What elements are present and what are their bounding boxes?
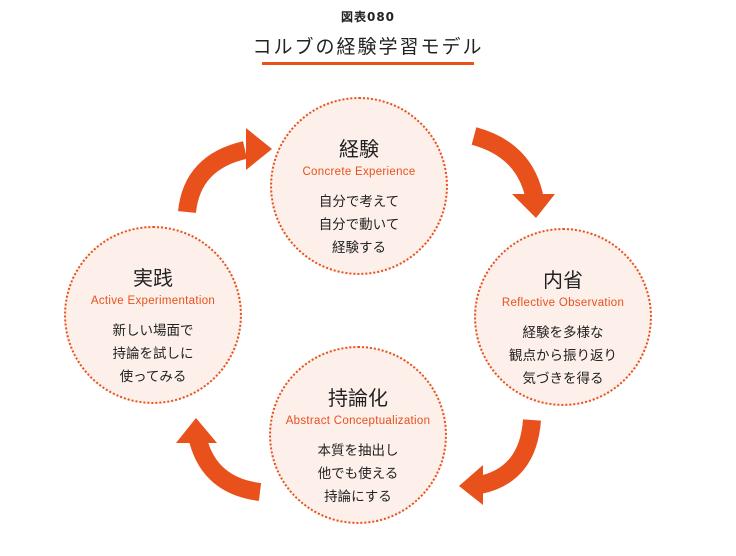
stage-active-experimentation: 実践 Active Experimentation 新しい場面で 持論を試しに … xyxy=(64,226,242,404)
stage-concrete-experience: 経験 Concrete Experience 自分で考えて 自分で動いて 経験す… xyxy=(270,97,448,275)
description-line: 本質を抽出し xyxy=(317,443,399,459)
title-underline xyxy=(262,62,474,65)
stage-description: 新しい場面で 持論を試しに 使ってみる xyxy=(66,320,240,389)
stage-english-name: Reflective Observation xyxy=(501,297,625,309)
description-line: 観点から振り返り xyxy=(509,348,617,364)
diagram-title: コルブの経験学習モデル xyxy=(252,36,484,58)
stage-english-name: Active Experimentation xyxy=(90,295,216,307)
stage-english-name: Concrete Experience xyxy=(302,166,416,178)
description-line: 持論を試しに xyxy=(112,346,194,362)
description-line: 経験する xyxy=(332,240,386,256)
stage-name: 実践 xyxy=(133,266,173,290)
arrow-experimentation-to-experience xyxy=(178,128,272,214)
description-line: 自分で動いて xyxy=(318,217,400,233)
arrow-reflection-to-conceptualization xyxy=(459,419,541,505)
stage-abstract-conceptualization: 持論化 Abstract Conceptualization 本質を抽出し 他で… xyxy=(269,346,447,524)
arrow-conceptualization-to-experimentation xyxy=(176,418,262,501)
stage-description: 自分で考えて 自分で動いて 経験する xyxy=(272,191,446,260)
figure-label: 図表080 xyxy=(340,10,396,24)
stage-name: 持論化 xyxy=(328,386,388,410)
description-line: 使ってみる xyxy=(119,369,187,385)
stage-name: 内省 xyxy=(543,268,583,292)
stage-english-name: Abstract Conceptualization xyxy=(285,415,431,427)
stage-description: 経験を多様な 観点から振り返り 気づきを得る xyxy=(476,322,650,391)
arrow-experience-to-reflection xyxy=(471,127,555,218)
stage-name: 経験 xyxy=(339,137,379,161)
description-line: 経験を多様な xyxy=(522,325,604,341)
description-line: 他でも使える xyxy=(317,466,399,482)
description-line: 自分で考えて xyxy=(318,194,400,210)
description-line: 新しい場面で xyxy=(112,323,194,339)
stage-description: 本質を抽出し 他でも使える 持論にする xyxy=(271,440,445,509)
description-line: 持論にする xyxy=(324,489,392,505)
stage-reflective-observation: 内省 Reflective Observation 経験を多様な 観点から振り返… xyxy=(474,228,652,406)
description-line: 気づきを得る xyxy=(522,371,604,387)
